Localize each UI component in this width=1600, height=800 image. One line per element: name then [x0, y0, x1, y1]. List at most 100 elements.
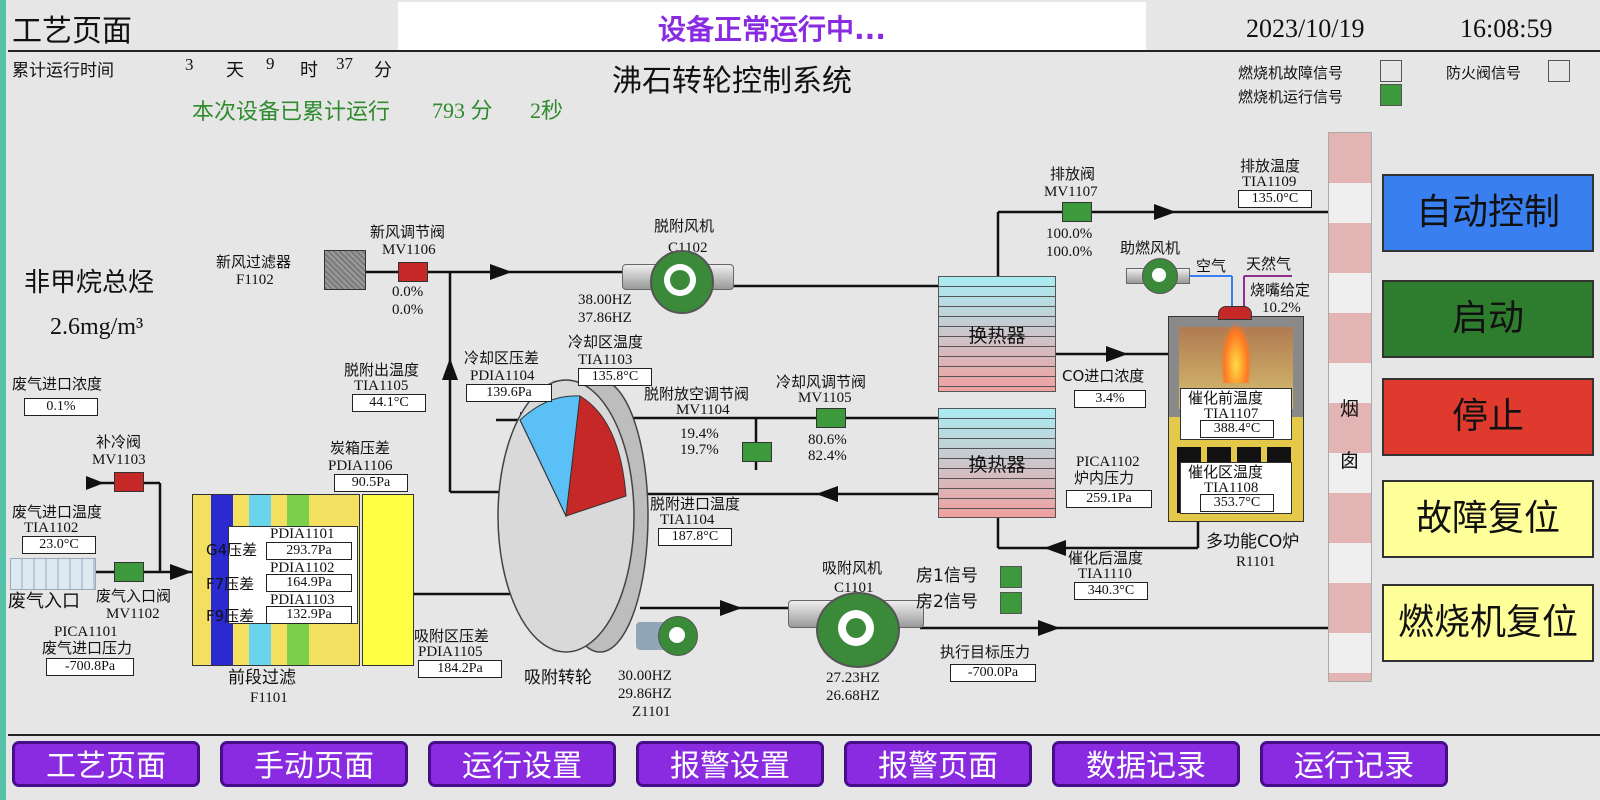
fresh-air-valve[interactable]	[398, 262, 428, 282]
natural-gas-label: 天然气	[1246, 255, 1292, 273]
rotor-name: 吸附转轮	[524, 668, 592, 688]
burner-reset-button[interactable]: 燃烧机复位	[1382, 584, 1594, 662]
burner-run-signal-label: 燃烧机运行信号	[1238, 88, 1344, 106]
burner-fault-signal-label: 燃烧机故障信号	[1238, 64, 1344, 82]
exhaust-valve-value-1: 100.0%	[1046, 226, 1093, 242]
burner-nozzle	[1218, 306, 1252, 320]
co-inlet-label: CO进口浓度	[1062, 367, 1145, 385]
catalyst-temp-tag: TIA1108	[1204, 480, 1259, 496]
carbon-box	[362, 494, 414, 666]
cool-air-valve-tag: MV1105	[798, 390, 852, 406]
burner-setpoint-label: 烧嘴给定	[1250, 281, 1311, 299]
fire-valve-signal-indicator	[1548, 60, 1570, 82]
burner-run-signal-indicator	[1380, 84, 1402, 106]
desorb-outlet-temp-tag: TIA1105	[354, 378, 409, 394]
nav-run-settings[interactable]: 运行设置	[428, 741, 616, 787]
date-display: 2023/10/19	[1246, 14, 1365, 43]
inlet-valve[interactable]	[114, 562, 144, 582]
pre-filter-tag: F1101	[250, 690, 288, 706]
runtime-label: 累计运行时间	[12, 61, 114, 81]
session-runtime-minutes: 793 分	[432, 98, 493, 123]
fresh-air-valve-value-2: 0.0%	[392, 302, 424, 318]
pre-catalyst-temp-value: 388.4°C	[1200, 420, 1274, 438]
heat-exchanger-upper-label: 换热器	[968, 324, 1026, 347]
cooling-zone-temp-value: 135.8°C	[578, 368, 652, 386]
furnace-tag: R1101	[1236, 554, 1276, 570]
adsorb-fan-name: 吸附风机	[822, 559, 883, 577]
nav-alarm-settings[interactable]: 报警设置	[636, 741, 824, 787]
heat-exchanger-lower-label: 换热器	[968, 453, 1026, 476]
post-catalyst-temp-name: 催化后温度	[1068, 549, 1144, 567]
footer-divider	[8, 734, 1600, 736]
fresh-air-filter-name: 新风过滤器	[216, 253, 292, 271]
desorb-outlet-temp-name: 脱附出温度	[344, 361, 420, 379]
aux-fan-name: 助燃风机	[1120, 239, 1181, 257]
f9-dp-value: 132.9Pa	[266, 606, 352, 624]
furnace-name: 多功能CO炉	[1206, 532, 1300, 552]
auto-control-button[interactable]: 自动控制	[1382, 174, 1594, 252]
nav-run-log[interactable]: 运行记录	[1260, 741, 1448, 787]
post-catalyst-temp-value: 340.3°C	[1074, 582, 1148, 600]
inlet-pressure-value: -700.8Pa	[46, 658, 134, 676]
carbon-dp-value: 90.5Pa	[334, 474, 408, 492]
exhaust-valve-tag: MV1107	[1044, 184, 1098, 200]
runtime-day-unit: 天	[226, 60, 244, 81]
nav-manual-page[interactable]: 手动页面	[220, 741, 408, 787]
pdia1103-tag: PDIA1103	[270, 592, 335, 608]
aux-fan-icon[interactable]	[1126, 258, 1190, 294]
stop-button[interactable]: 停止	[1382, 378, 1594, 456]
inlet-concentration-value: 0.1%	[24, 398, 98, 416]
header-divider	[8, 50, 1600, 52]
exhaust-valve-value-2: 100.0%	[1046, 244, 1093, 260]
catalyst-temp-name: 催化区温度	[1188, 463, 1264, 481]
inlet-temp-tag: TIA1102	[24, 520, 79, 536]
exhaust-temp-tag: TIA1109	[1242, 174, 1297, 190]
room2-signal-indicator	[1000, 592, 1022, 614]
cool-valve[interactable]	[114, 472, 144, 492]
inlet-valve-name: 废气入口阀	[96, 587, 172, 605]
runtime-minute-unit: 分	[374, 60, 392, 81]
furnace-pressure-tag: PICA1102	[1076, 454, 1140, 470]
desorb-outlet-temp-value: 44.1°C	[352, 394, 426, 412]
f7-dp-value: 164.9Pa	[266, 574, 352, 592]
start-button[interactable]: 启动	[1382, 280, 1594, 358]
inlet-pressure-tag: PICA1101	[54, 624, 118, 640]
cool-air-valve-value-1: 80.6%	[808, 432, 847, 448]
adsorb-zone-dp-value: 184.2Pa	[418, 660, 502, 678]
nav-process-page[interactable]: 工艺页面	[12, 741, 200, 787]
cool-air-valve[interactable]	[816, 408, 846, 428]
cooling-zone-temp-tag: TIA1103	[578, 352, 633, 368]
room2-signal-label: 房2信号	[916, 592, 978, 612]
adsorb-fan-freq-2: 26.68HZ	[826, 688, 880, 704]
adsorption-rotor-graphic	[497, 379, 649, 653]
session-runtime-text: 本次设备已累计运行	[192, 100, 391, 125]
desorb-fan-freq-2: 37.86HZ	[578, 310, 632, 326]
desorb-inlet-temp-value: 187.8°C	[658, 528, 732, 546]
page-title: 工艺页面	[12, 14, 132, 49]
burner-setpoint-value: 10.2%	[1262, 300, 1301, 316]
inlet-vent-icon	[10, 558, 96, 590]
inlet-valve-tag: MV1102	[106, 606, 160, 622]
chimney	[1328, 132, 1372, 682]
nav-data-log[interactable]: 数据记录	[1052, 741, 1240, 787]
pdia1102-tag: PDIA1102	[270, 560, 335, 576]
cooling-zone-dp-name: 冷却区压差	[464, 349, 540, 367]
cooling-zone-dp-value: 139.6Pa	[466, 384, 552, 402]
room1-signal-indicator	[1000, 566, 1022, 588]
nav-alarm-page[interactable]: 报警页面	[844, 741, 1032, 787]
desorb-vent-valve[interactable]	[742, 442, 772, 462]
rotor-tag: Z1101	[632, 704, 671, 720]
catalyst-temp-value: 353.7°C	[1200, 494, 1274, 512]
chimney-label-2: 囱	[1340, 450, 1360, 472]
exhaust-valve[interactable]	[1062, 202, 1092, 222]
exhaust-temp-value: 135.0°C	[1238, 190, 1312, 208]
cool-air-valve-value-2: 82.4%	[808, 448, 847, 464]
adsorb-fan-icon[interactable]	[788, 592, 924, 668]
runtime-hour-unit: 时	[300, 60, 318, 81]
fault-reset-button[interactable]: 故障复位	[1382, 480, 1594, 558]
desorb-vent-valve-name: 脱附放空调节阀	[644, 385, 750, 403]
cool-valve-name: 补冷阀	[96, 433, 142, 451]
desorb-fan-icon[interactable]	[622, 250, 734, 314]
runtime-hours: 9	[266, 54, 275, 73]
